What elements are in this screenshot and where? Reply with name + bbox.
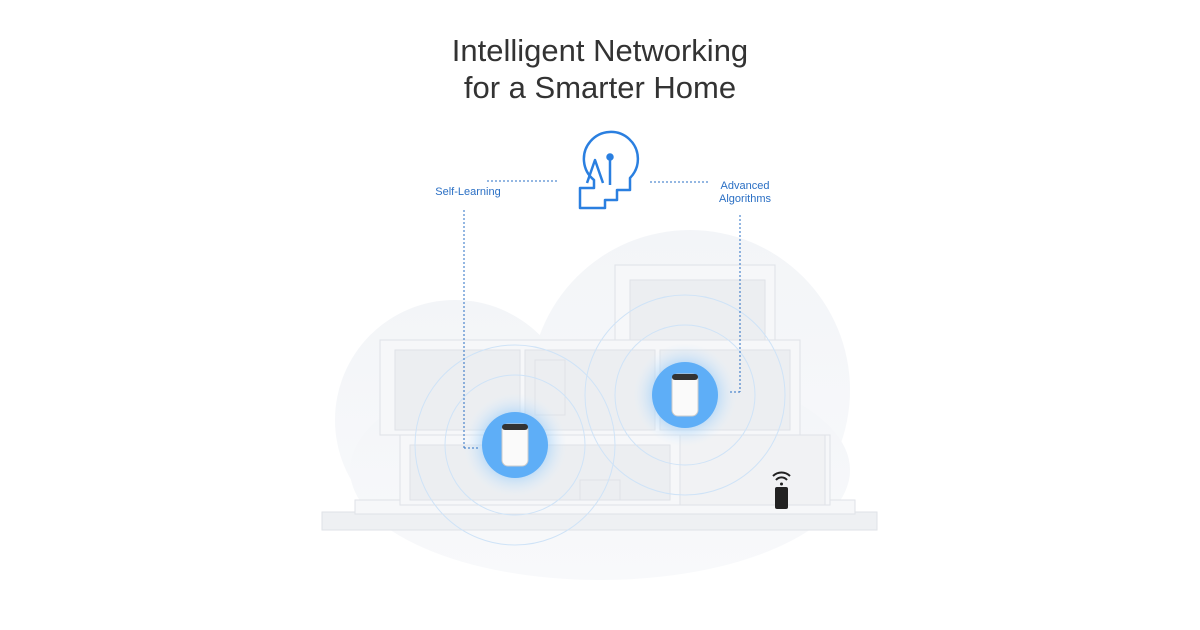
self-learning-label: Self-Learning <box>435 186 501 198</box>
advanced-label-line-2: Algorithms <box>719 193 771 205</box>
headline-line-1: Intelligent Networking <box>451 33 749 68</box>
wifi-waves <box>414 294 786 546</box>
router-2 <box>652 362 718 428</box>
advanced-algorithms-label: Advanced Algorithms <box>705 180 785 206</box>
phone-icon <box>772 471 791 509</box>
advanced-label-line-1: Advanced <box>720 180 770 192</box>
ai-head-icon <box>578 130 640 210</box>
connector-lines <box>463 180 741 449</box>
headline-line-2: for a Smarter Home <box>463 70 737 105</box>
router-1 <box>482 412 548 478</box>
